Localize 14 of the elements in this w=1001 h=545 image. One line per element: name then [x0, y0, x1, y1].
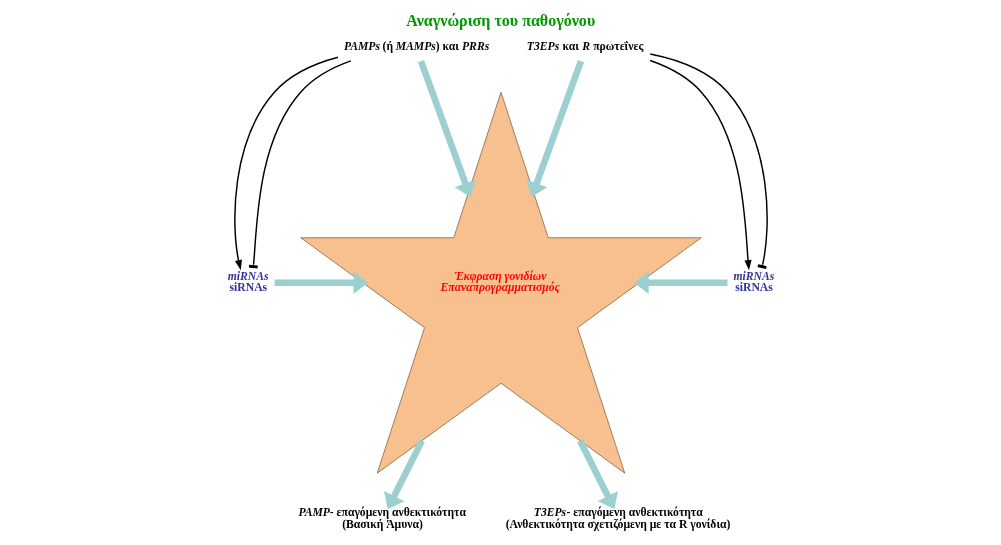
node-text: PAMP- επαγόμενη ανθεκτικότητα (Βασική Άμυνα): [297, 506, 466, 531]
arrow: [417, 59, 476, 197]
arrow: [576, 439, 618, 510]
node-text: PAMPs (ή MAMPs) και PRRs: [343, 39, 489, 53]
node-text: miRNAs siRNAs: [732, 269, 774, 295]
arrow: [648, 59, 752, 271]
arrow: [525, 59, 584, 197]
arrow: [274, 271, 368, 295]
node-text: miRNAs siRNAs: [227, 269, 269, 295]
node-text: T3EPs- επαγόμενη ανθεκτικότητα (Ανθεκτικότητα σχετιζόμενη με τα R γονίδια): [505, 506, 730, 531]
diagram-title: Αναγνώριση του παθογόνου: [405, 12, 595, 30]
arrow: [633, 271, 727, 295]
arrow: [383, 439, 425, 510]
node-text: T3EPs και R πρωτεΐνες: [526, 39, 643, 53]
